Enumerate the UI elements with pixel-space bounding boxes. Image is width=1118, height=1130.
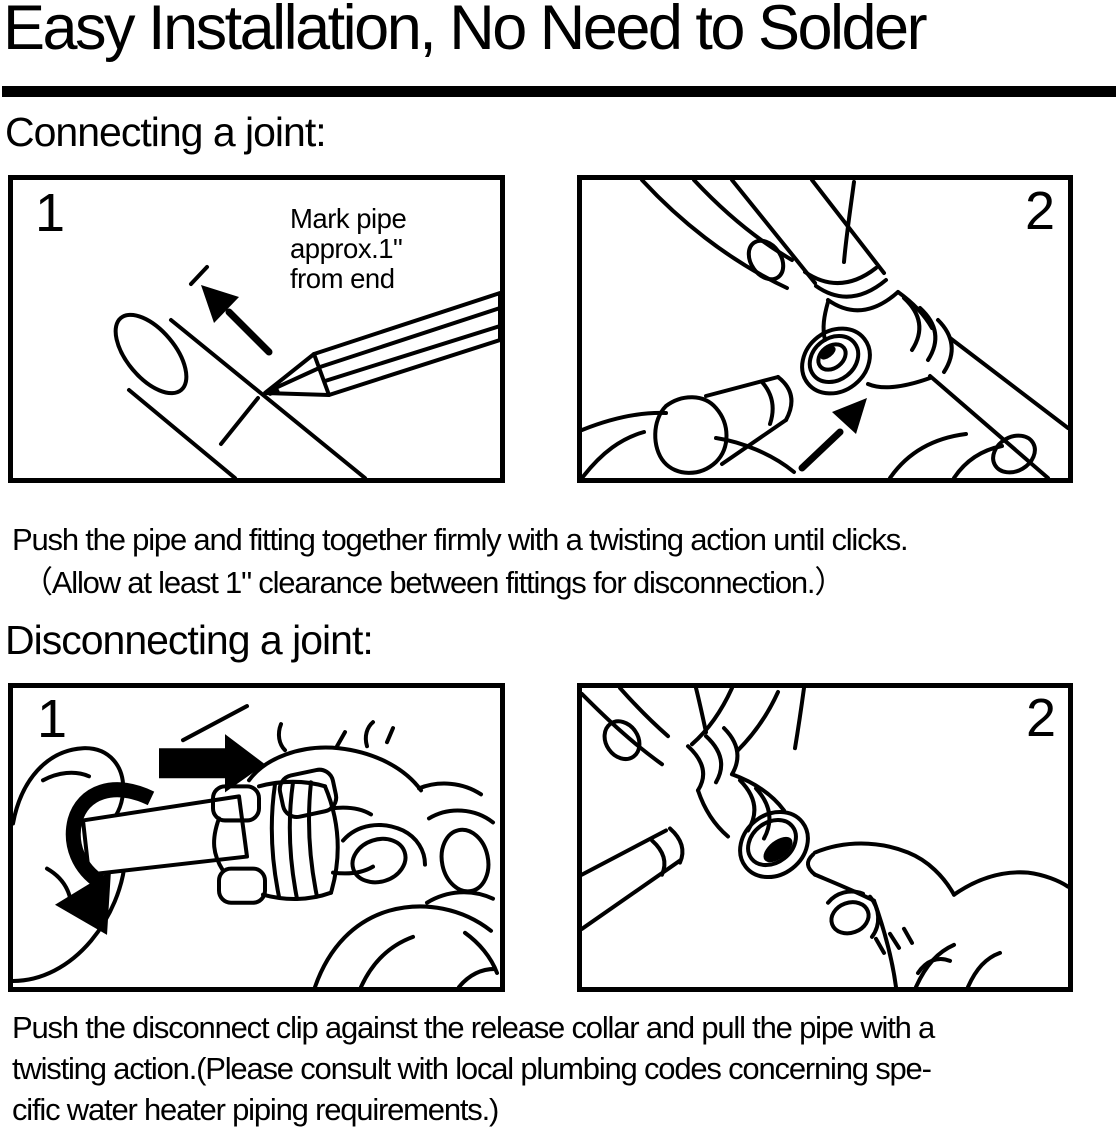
caption-line: cific water heater piping requirements.) bbox=[12, 1092, 499, 1127]
pencil-icon bbox=[263, 291, 500, 397]
page-title: Easy Installation, No Need to Solder bbox=[3, 0, 928, 63]
push-fitting-illustration bbox=[582, 180, 1068, 478]
up-left-arrow-icon bbox=[201, 285, 273, 356]
step-number: 1 bbox=[37, 689, 67, 749]
twist-arrow-icon bbox=[55, 782, 155, 935]
open-port bbox=[763, 836, 793, 863]
disconnect-caption: Push the disconnect clip against the rel… bbox=[12, 1007, 935, 1130]
panel-connect-step1: 1 Mark pipe approx.1" from end bbox=[8, 175, 505, 483]
push-clip-illustration bbox=[13, 704, 499, 987]
caption-line: （Allow at least 1" clearance between fit… bbox=[22, 565, 845, 600]
caption-line: Push the disconnect clip against the rel… bbox=[12, 1010, 935, 1045]
step-number: 2 bbox=[1025, 688, 1056, 748]
disconnect-clip bbox=[211, 784, 261, 823]
step-number: 1 bbox=[35, 183, 65, 243]
disconnecting-heading: Disconnecting a joint: bbox=[5, 617, 374, 663]
title-divider bbox=[2, 86, 1116, 97]
mark-pipe-note: Mark pipe approx.1" from end bbox=[290, 203, 407, 294]
connecting-heading: Connecting a joint: bbox=[5, 109, 327, 155]
panel-disconnect-step2: 2 bbox=[577, 683, 1073, 992]
note-line: Mark pipe bbox=[290, 203, 407, 234]
pull-pipe-illustration bbox=[582, 688, 1068, 987]
panel-disconnect-step1: 1 bbox=[8, 683, 505, 992]
pipe-marking-illustration bbox=[113, 265, 500, 478]
caption-line: Push the pipe and fitting together firml… bbox=[12, 522, 909, 557]
note-line: approx.1" bbox=[290, 233, 403, 264]
right-arrow-icon bbox=[159, 734, 265, 793]
note-line: from end bbox=[290, 263, 395, 294]
up-right-arrow-icon bbox=[798, 398, 867, 472]
panel-connect-step2: 2 bbox=[577, 175, 1073, 483]
step-number: 2 bbox=[1024, 181, 1055, 241]
caption-line: twisting action.(Please consult with loc… bbox=[12, 1051, 932, 1086]
connect-caption: Push the pipe and fitting together firml… bbox=[12, 518, 909, 604]
